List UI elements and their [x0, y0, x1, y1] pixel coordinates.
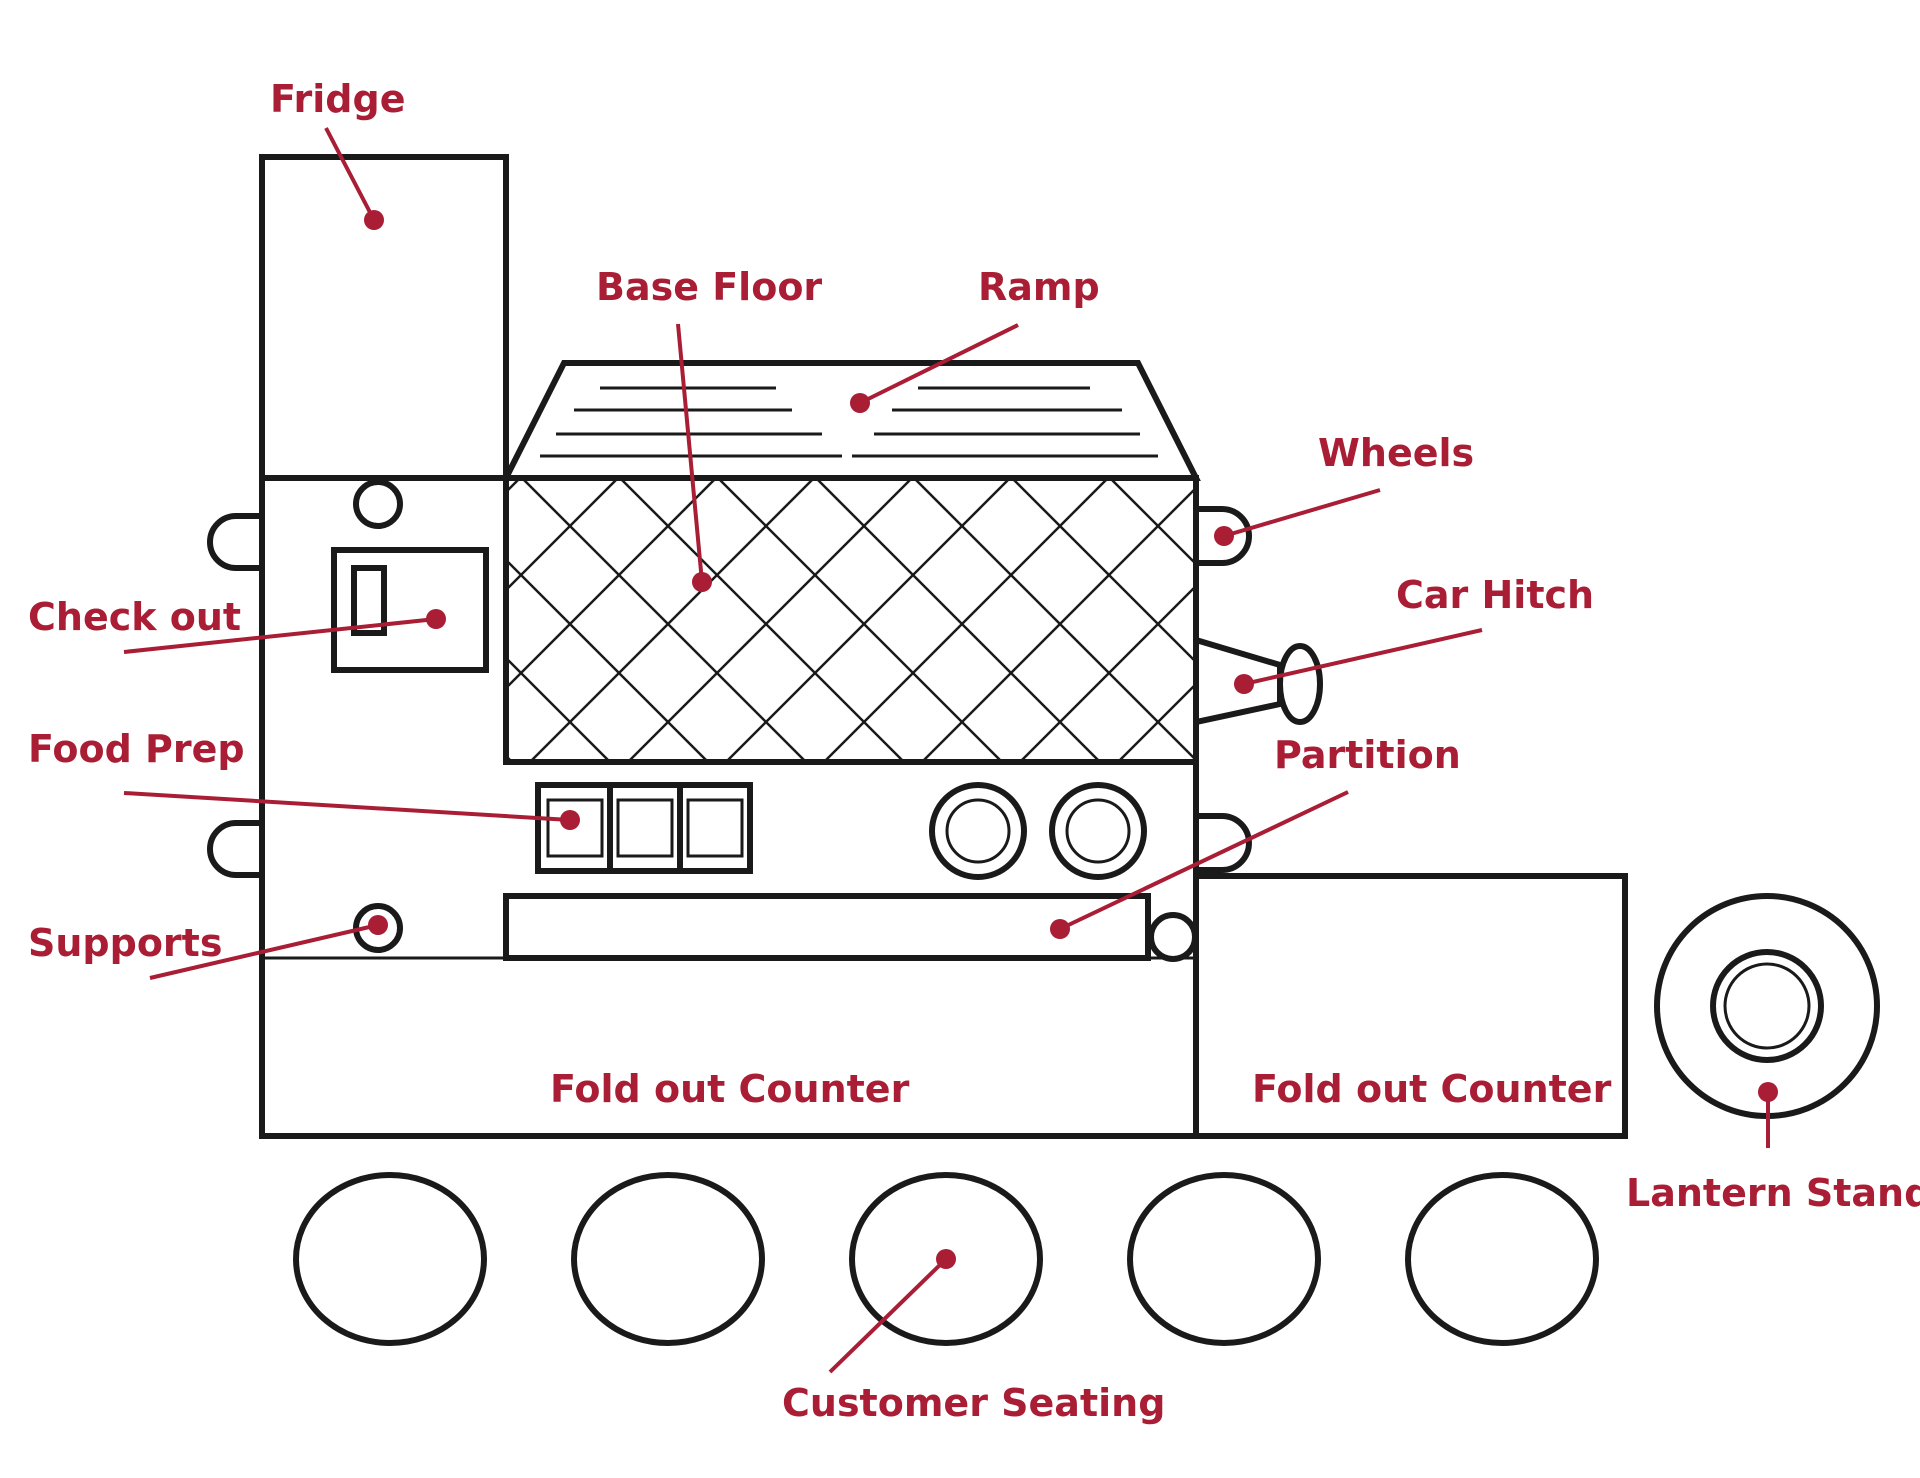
- label-customer-seating: Customer Seating: [782, 1381, 1165, 1425]
- burner-right-inner: [1065, 798, 1131, 864]
- fold-out-counter-right: [1196, 873, 1628, 1139]
- car-hitch-ring: [1277, 643, 1323, 725]
- label-food-prep: Food Prep: [28, 727, 245, 771]
- label-fridge: Fridge: [270, 77, 405, 121]
- ramp: [501, 360, 1201, 481]
- label-supports: Supports: [28, 921, 222, 965]
- partition-knob: [1148, 912, 1198, 962]
- label-fold-out-counter-right: Fold out Counter: [1252, 1067, 1612, 1111]
- support-knob-top: [353, 479, 403, 529]
- left-support-tab-top: [207, 513, 262, 571]
- supports: [353, 903, 403, 953]
- label-lantern-stand: Lantern Stand: [1626, 1171, 1920, 1215]
- check-out: [331, 547, 489, 673]
- wheel-top: [1196, 506, 1252, 566]
- fridge: [259, 154, 509, 481]
- seat-4: [1127, 1172, 1321, 1346]
- seat-1: [293, 1172, 487, 1346]
- base-floor-hatch: [506, 478, 1196, 762]
- label-car-hitch: Car Hitch: [1396, 573, 1594, 617]
- food-prep: [535, 782, 753, 874]
- label-ramp: Ramp: [978, 265, 1100, 309]
- label-fold-out-counter-left: Fold out Counter: [550, 1067, 910, 1111]
- customer-seating: [293, 1172, 1599, 1346]
- ramp-lines: [540, 386, 1158, 458]
- partition: [503, 893, 1151, 961]
- label-check-out: Check out: [28, 595, 241, 639]
- check-out-slot: [351, 565, 387, 636]
- lantern-stand-ring: [1710, 949, 1824, 1063]
- burner-left-inner: [945, 798, 1011, 864]
- leaders: [123, 127, 1778, 1374]
- burner-right: [1049, 782, 1147, 880]
- burner-left: [929, 782, 1027, 880]
- wheel-bottom: [1196, 813, 1252, 873]
- seat-3: [849, 1172, 1043, 1346]
- label-partition: Partition: [1274, 733, 1461, 777]
- base-floor: [503, 475, 1199, 765]
- left-support-tab-bottom: [207, 820, 262, 878]
- seat-2: [571, 1172, 765, 1346]
- label-base-floor: Base Floor: [596, 265, 822, 309]
- seat-5: [1405, 1172, 1599, 1346]
- label-wheels: Wheels: [1318, 431, 1474, 475]
- lantern-stand-inner: [1723, 962, 1811, 1050]
